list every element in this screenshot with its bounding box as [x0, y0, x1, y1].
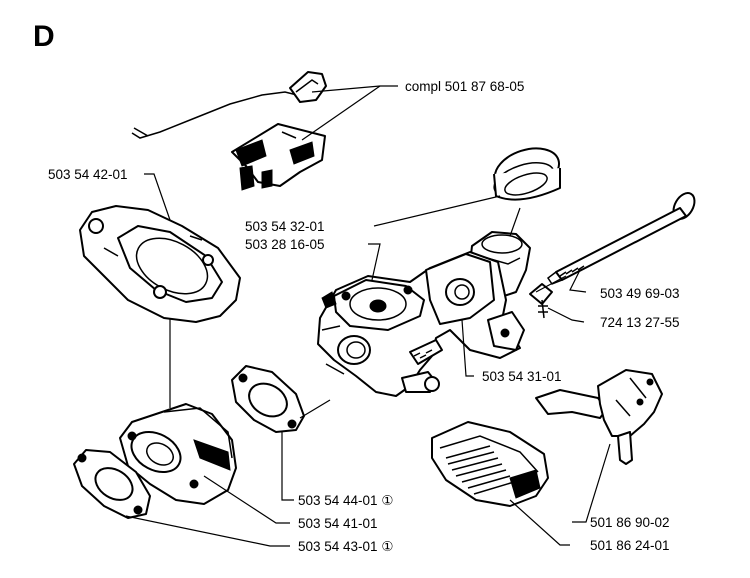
small-gasket-part	[231, 365, 305, 433]
filter-ribs	[445, 445, 515, 495]
section-letter: D	[33, 20, 55, 53]
throttle-wire-part	[131, 71, 327, 139]
label-503-28-16-05: 503 28 16-05	[245, 237, 325, 252]
long-bolt-part	[546, 192, 696, 285]
label-503-54-43-01: 503 54 43-01 ①	[298, 539, 393, 554]
label-compl-501-87-68-05: compl 501 87 68-05	[405, 79, 524, 94]
flange-gasket-part	[79, 205, 241, 323]
insulator-block-part	[119, 403, 237, 505]
throttle-lever-part	[535, 369, 663, 465]
leader-lines	[125, 85, 611, 547]
label-724-13-27-55: 724 13 27-55	[600, 315, 680, 330]
label-503-54-31-01: 503 54 31-01	[482, 369, 562, 384]
label-503-54-41-01: 503 54 41-01	[298, 516, 378, 531]
carburetor-body-part	[317, 251, 525, 397]
label-503-54-42-01: 503 54 42-01	[48, 167, 128, 182]
screw-part	[529, 283, 553, 319]
assembly-lines	[169, 207, 567, 419]
label-501-86-90-02: 501 86 90-02	[590, 515, 670, 530]
label-501-86-24-01: 501 86 24-01	[590, 538, 670, 553]
label-503-54-44-01: 503 54 44-01 ①	[298, 493, 393, 508]
air-filter-part	[431, 421, 549, 507]
label-503-54-32-01: 503 54 32-01	[245, 219, 325, 234]
lower-gasket-part	[73, 449, 151, 519]
label-503-49-69-03: 503 49 69-03	[600, 286, 680, 301]
air-filter-seal-part	[493, 147, 561, 201]
